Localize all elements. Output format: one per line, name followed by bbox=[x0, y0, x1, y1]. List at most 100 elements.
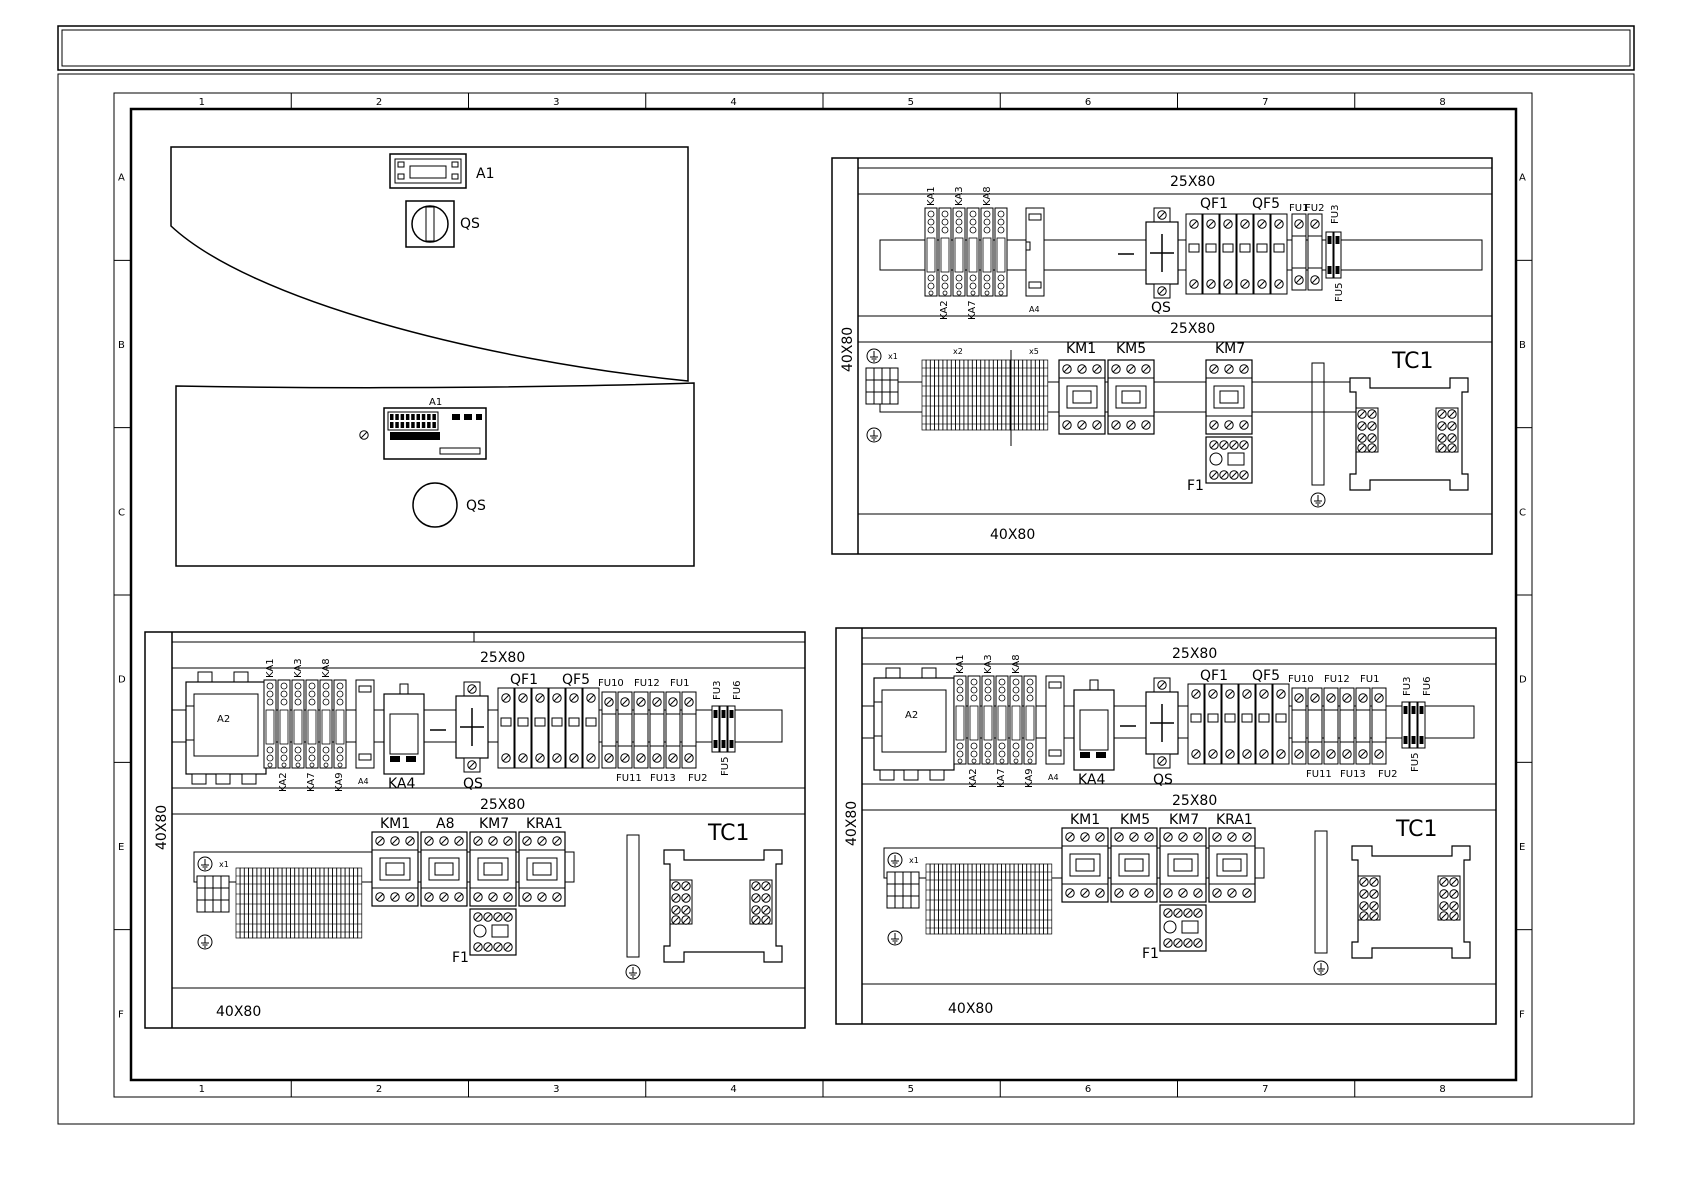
bl-psu-label: KA4 bbox=[388, 776, 416, 792]
relay-label-bottom: KA7 bbox=[996, 768, 1007, 788]
br-fuse-side-3: FU5 bbox=[1410, 753, 1421, 772]
terminal-block bbox=[955, 863, 960, 935]
relay-label-top: KA8 bbox=[982, 186, 993, 206]
breaker-pole bbox=[1188, 684, 1204, 764]
terminal-block bbox=[972, 359, 977, 431]
relay-label-bottom: KA7 bbox=[306, 772, 317, 792]
fuse-holder bbox=[634, 692, 648, 768]
terminal-block bbox=[1047, 863, 1053, 935]
br-breaker-label-1: QF1 bbox=[1200, 668, 1228, 684]
terminal-block bbox=[984, 359, 990, 431]
terminal-block bbox=[1001, 359, 1007, 431]
bl-breaker-label-2: QF5 bbox=[562, 672, 590, 688]
bl-fuse-top-2: FU12 bbox=[634, 678, 660, 689]
breaker-pole bbox=[583, 688, 599, 768]
bl-plc-label: A2 bbox=[217, 714, 230, 725]
breaker-pole bbox=[549, 688, 565, 768]
fuse-holder bbox=[1372, 688, 1386, 764]
terminal-block bbox=[336, 867, 342, 939]
grid-row-left-E: E bbox=[118, 842, 124, 853]
bl-fuse-top-3: FU1 bbox=[670, 678, 689, 689]
terminal-block bbox=[353, 867, 358, 939]
fuse-label-1: FU1 bbox=[1289, 203, 1308, 214]
relay-module bbox=[994, 207, 1008, 297]
terminal-block bbox=[1030, 359, 1036, 431]
grid-col-bottom-8: 8 bbox=[1439, 1084, 1445, 1095]
breaker-pole bbox=[1273, 684, 1289, 764]
br-plc-label: A2 bbox=[905, 710, 918, 721]
relay-module bbox=[995, 675, 1009, 765]
terminal-block bbox=[950, 863, 956, 935]
fuse-holder bbox=[682, 692, 696, 768]
terminal-block bbox=[976, 359, 981, 431]
breaker-pole bbox=[1271, 214, 1287, 294]
relay-module bbox=[291, 679, 305, 769]
terminal-block bbox=[265, 867, 270, 939]
grid-col-bottom-1: 1 bbox=[199, 1084, 205, 1095]
breaker-pole bbox=[1220, 214, 1236, 294]
grid-col-top-2: 2 bbox=[376, 97, 382, 108]
overload-label: F1 bbox=[1187, 478, 1204, 494]
terminal-block bbox=[934, 359, 939, 431]
terminal-block bbox=[963, 359, 969, 431]
br-contactor-4: KRA1 bbox=[1216, 812, 1253, 828]
terminal-block bbox=[302, 867, 308, 939]
terminal-block bbox=[1001, 863, 1006, 935]
grid-row-right-D: D bbox=[1519, 675, 1527, 686]
terminal-label-x5: x5 bbox=[1029, 347, 1039, 356]
bl-contactor-3: KM7 bbox=[479, 816, 509, 832]
terminal-block bbox=[980, 863, 985, 935]
br-rail-mid-label: 25X80 bbox=[1172, 793, 1217, 809]
terminal-block bbox=[332, 867, 337, 939]
fuse-holder bbox=[1340, 688, 1354, 764]
grid-col-bottom-5: 5 bbox=[908, 1084, 914, 1095]
relay-module bbox=[305, 679, 319, 769]
br-fuse-top-1: FU10 bbox=[1288, 674, 1314, 685]
breaker-pole bbox=[1205, 684, 1221, 764]
terminal-block bbox=[925, 863, 931, 935]
grid-col-top-3: 3 bbox=[553, 97, 559, 108]
contactor-label-2: KM5 bbox=[1116, 341, 1146, 357]
bl-rail-mid-label: 25X80 bbox=[480, 797, 525, 813]
relay-label-bottom: KA2 bbox=[939, 300, 950, 320]
terminal-block bbox=[311, 867, 316, 939]
terminal-block bbox=[967, 359, 973, 431]
fuse-holder bbox=[1308, 688, 1322, 764]
terminal-block bbox=[959, 359, 965, 431]
relay-module bbox=[981, 675, 995, 765]
terminal-block bbox=[248, 867, 253, 939]
grid-row-right-A: A bbox=[1519, 173, 1526, 184]
relay-module bbox=[953, 675, 967, 765]
breaker-pole bbox=[498, 688, 514, 768]
br-psu-label: KA4 bbox=[1078, 772, 1106, 788]
rail-top-label: 25X80 bbox=[1170, 174, 1215, 190]
door-switch-label: QS bbox=[460, 216, 480, 232]
fuse-holder bbox=[650, 692, 664, 768]
rail-mid-label: 25X80 bbox=[1170, 321, 1215, 337]
terminal-block bbox=[938, 863, 943, 935]
fuse-holder bbox=[1324, 688, 1338, 764]
terminal-block bbox=[307, 867, 312, 939]
terminal-block bbox=[925, 359, 931, 431]
br-fuse-top-3: FU1 bbox=[1360, 674, 1379, 685]
br-rail-top-label: 25X80 bbox=[1172, 646, 1217, 662]
relay-label-top: KA8 bbox=[321, 658, 332, 678]
terminal-block bbox=[988, 359, 994, 431]
terminal-block bbox=[942, 359, 948, 431]
terminal-block bbox=[993, 359, 998, 431]
terminal-block bbox=[1030, 863, 1036, 935]
fuse-holder bbox=[618, 692, 632, 768]
bl-breaker-label-1: QF1 bbox=[510, 672, 538, 688]
terminal-block bbox=[1018, 359, 1023, 431]
bl-fuse-side-1: FU3 bbox=[712, 681, 723, 700]
relay-module bbox=[967, 675, 981, 765]
terminal-block bbox=[269, 867, 274, 939]
transformer-label: TC1 bbox=[1391, 349, 1434, 374]
terminal-block bbox=[951, 359, 956, 431]
br-duct-vertical-label: 40X80 bbox=[844, 801, 860, 846]
relay-module bbox=[333, 679, 347, 769]
fuse-holder bbox=[602, 692, 616, 768]
fuse-holder bbox=[1356, 688, 1370, 764]
terminal-block bbox=[1043, 359, 1049, 431]
